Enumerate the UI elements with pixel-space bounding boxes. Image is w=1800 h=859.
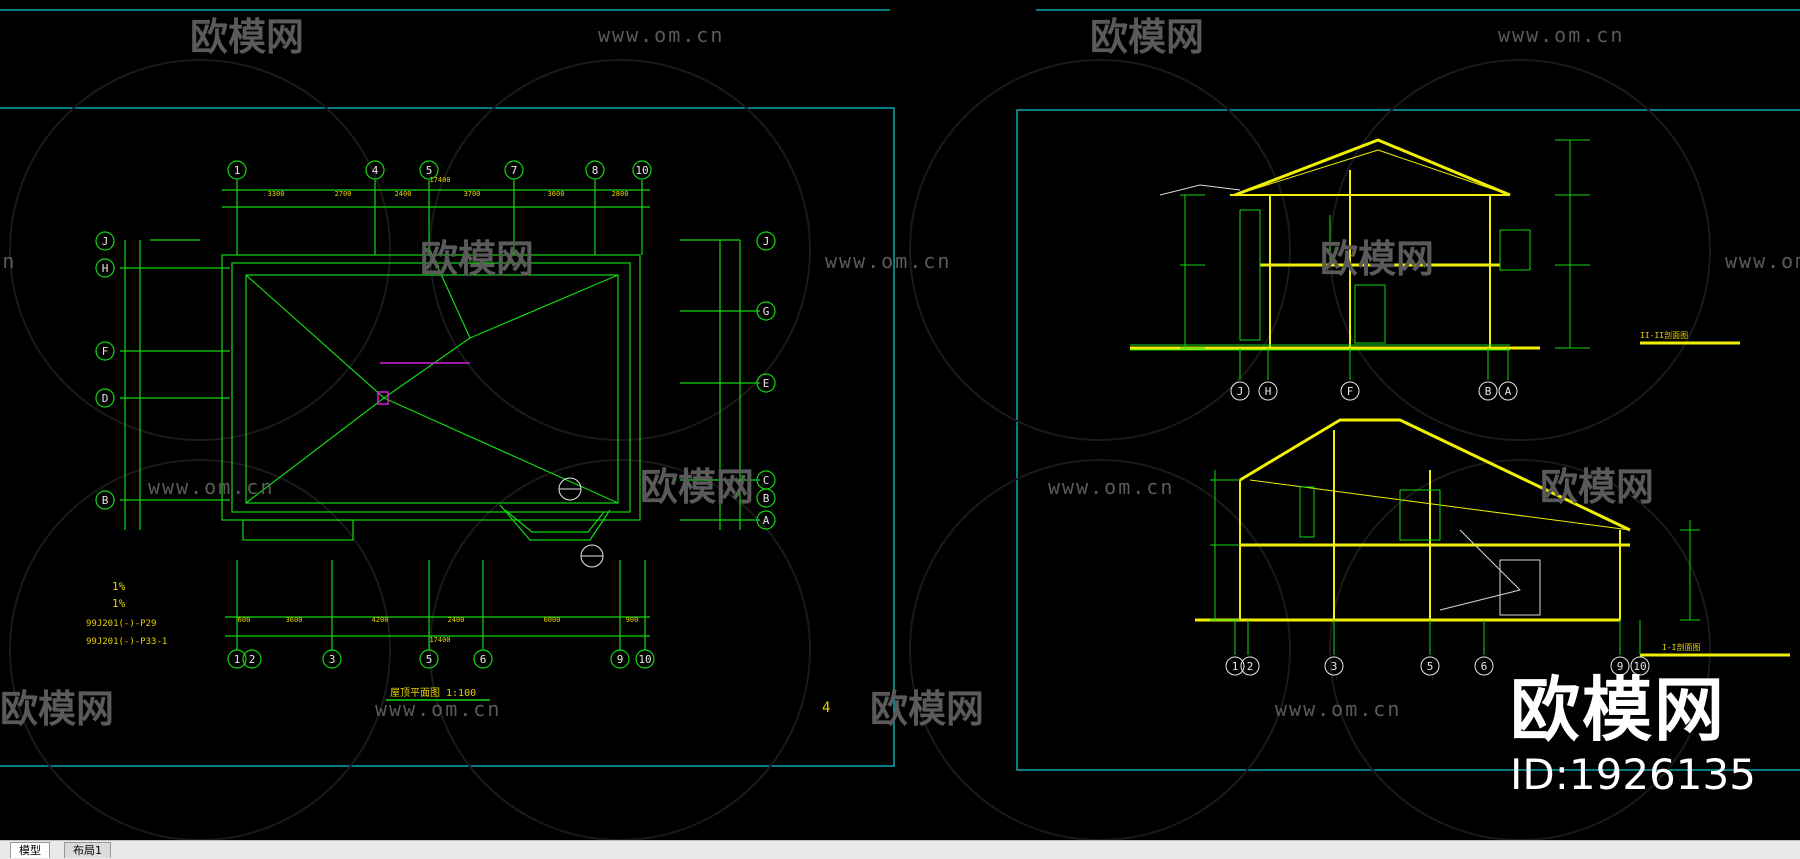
watermark-url: www.om.cn (598, 23, 724, 47)
grid-label: 5 (426, 164, 433, 177)
grid-label: B (102, 494, 109, 507)
watermark-logo: 欧模网 (0, 687, 114, 731)
grid-label: G (763, 305, 770, 318)
grid-label: 3 (329, 653, 336, 666)
grid-label: 3 (1331, 660, 1338, 673)
cad-drawing-canvas[interactable]: 1 4 5 7 8 10 1 2 3 5 6 9 10 J H F D B J … (0, 0, 1800, 840)
watermark-logo: 欧模网 (1090, 15, 1204, 59)
section-title: II-II剖面图 (1640, 330, 1688, 340)
grid-label: 7 (511, 164, 518, 177)
section-1-dims (1210, 470, 1700, 655)
grid-label: 6 (480, 653, 487, 666)
grid-label: 1 (234, 653, 241, 666)
dimension-text: 17400 (429, 176, 450, 184)
dimension-text: 2400 (395, 190, 412, 198)
section-1-grid (1225, 656, 1650, 676)
page-number: 4 (822, 700, 830, 716)
grid-label: D (102, 392, 109, 405)
grid-label: J (1237, 385, 1244, 398)
roof-plan-grid-left (95, 231, 115, 510)
grid-label: C (763, 474, 770, 487)
watermark-url: www.om.cn (825, 249, 951, 273)
grid-label: 10 (1633, 660, 1646, 673)
brand-name: 欧模网 (1510, 669, 1726, 751)
watermark: 欧模网 欧模网 欧模网 欧模网 欧模网 欧模网 欧模网 欧模网 www.om.c… (0, 15, 1800, 731)
watermark-logo: 欧模网 (640, 465, 754, 509)
dimension-text: 600 (238, 616, 251, 624)
grid-label: H (102, 262, 109, 275)
brand-watermark: 欧模网 ID:1926135 (1510, 670, 1756, 800)
watermark-circles (9, 59, 1711, 840)
dimension-text: 3300 (268, 190, 285, 198)
grid-label: 10 (635, 164, 648, 177)
brand-id: ID:1926135 (1510, 750, 1756, 799)
dimension-text: 900 (626, 616, 639, 624)
watermark-url: www.om.cn (1048, 475, 1174, 499)
watermark-url: www.om.cn (1725, 249, 1800, 273)
grid-label: 4 (372, 164, 379, 177)
grid-label: J (763, 235, 770, 248)
grid-label: 6 (1481, 660, 1488, 673)
watermark-logo: 欧模网 (1540, 465, 1654, 509)
roof-plan-grid-top (227, 160, 652, 180)
grid-label: 5 (1427, 660, 1434, 673)
watermark-logo: 欧模网 (1320, 237, 1434, 281)
grid-label: B (763, 492, 770, 505)
watermark-url: www.om.cn (375, 697, 501, 721)
grid-label: 10 (638, 653, 651, 666)
section-2-grid (1230, 381, 1518, 401)
roof-marker-box (377, 391, 389, 405)
dimension-text: 6000 (544, 616, 561, 624)
grid-label: A (763, 514, 770, 527)
dimension-text: 3600 (548, 190, 565, 198)
grid-label: 9 (1617, 660, 1624, 673)
watermark-url: www.om.cn (1498, 23, 1624, 47)
watermark-logo: 欧模网 (420, 237, 534, 281)
watermark-url: www.om.cn (1275, 697, 1401, 721)
note-text: 1% (112, 597, 126, 610)
section-title: I-I剖面图 (1662, 642, 1700, 652)
watermark-url: www.om.cn (0, 249, 16, 273)
grid-label: 2 (1247, 660, 1254, 673)
roof-plan (120, 180, 760, 650)
roof-plan-grid-bottom (227, 649, 655, 669)
section-1-drawing (1195, 418, 1790, 657)
grid-label: 1 (234, 164, 241, 177)
tab-model[interactable]: 模型 (10, 842, 50, 858)
note-text: 1% (112, 580, 126, 593)
grid-label: F (102, 345, 109, 358)
section-2-drawing (1130, 138, 1740, 351)
note-text: 99J201(-)-P33-1 (86, 637, 167, 647)
grid-label: H (1265, 385, 1272, 398)
grid-label: 8 (592, 164, 599, 177)
grid-label: 2 (249, 653, 256, 666)
grid-label: F (1347, 385, 1354, 398)
roof-plan-grid-right (756, 231, 776, 530)
grid-label: 5 (426, 653, 433, 666)
grid-label: J (102, 235, 109, 248)
dimension-text: 3700 (464, 190, 481, 198)
grid-label: A (1505, 385, 1512, 398)
grid-label: E (763, 377, 770, 390)
grid-label: B (1485, 385, 1492, 398)
watermark-logo: 欧模网 (870, 687, 984, 731)
tab-layout-1[interactable]: 布局1 (64, 842, 111, 858)
sheet-frames (0, 9, 1800, 771)
dimension-text: 2700 (335, 190, 352, 198)
detail-callout (558, 477, 604, 568)
note-text: 99J201(-)-P29 (86, 619, 156, 629)
grid-label: 1 (1232, 660, 1239, 673)
drawing-title: 屋顶平面图 1:100 (390, 687, 476, 699)
dimension-text: 2800 (612, 190, 629, 198)
watermark-url: www.om.cn (148, 475, 274, 499)
grid-label: 9 (617, 653, 624, 666)
dimension-text: 4200 (372, 616, 389, 624)
layout-tab-bar: 模型 布局1 (0, 840, 1800, 859)
section-2-dims (1180, 139, 1590, 380)
dimension-text: 2400 (448, 616, 465, 624)
watermark-logo: 欧模网 (190, 15, 304, 59)
dimension-text: 17400 (429, 636, 450, 644)
dimension-text: 3600 (286, 616, 303, 624)
